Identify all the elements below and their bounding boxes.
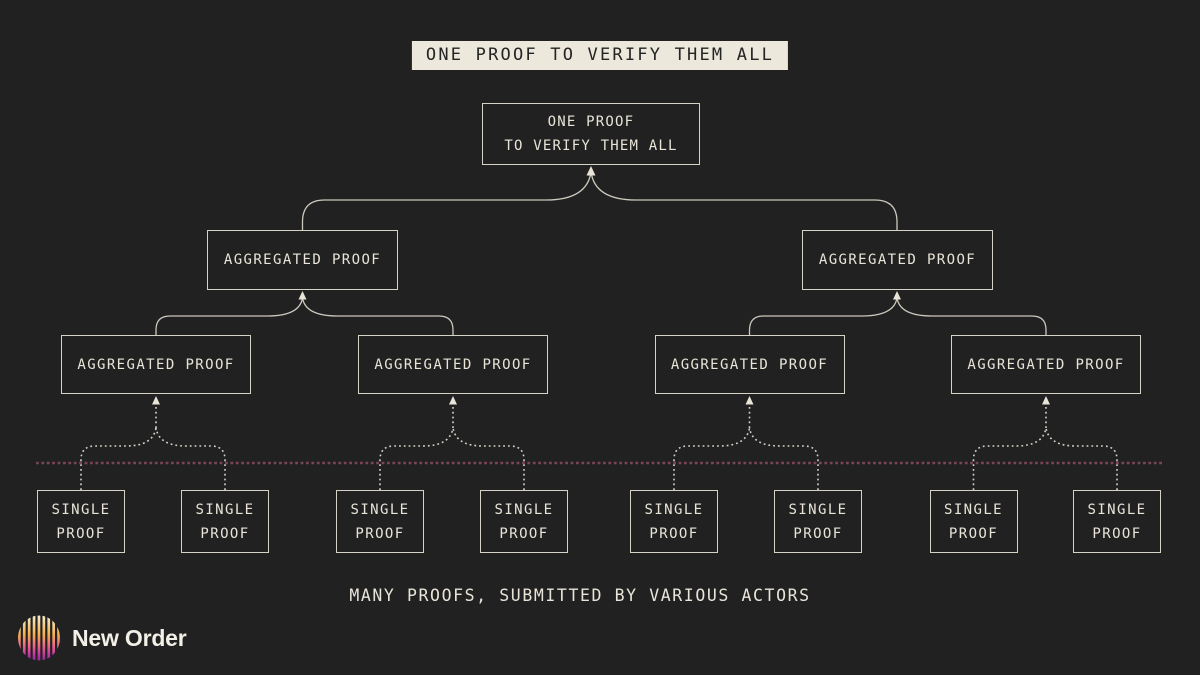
single-proof-node-8: SINGLE PROOF bbox=[1073, 490, 1161, 553]
root-proof-line1: ONE PROOF bbox=[547, 114, 635, 130]
aggregated-proof-label: AGGREGATED PROOF bbox=[670, 356, 829, 373]
single-proof-line2: PROOF bbox=[948, 525, 999, 542]
aggregated-proof-node-mid-left: AGGREGATED PROOF bbox=[207, 230, 398, 290]
single-proof-line1: SINGLE bbox=[1087, 501, 1147, 518]
single-proof-line1: SINGLE bbox=[51, 501, 111, 518]
single-proof-line2: PROOF bbox=[793, 525, 843, 542]
brand-logo: New Order bbox=[16, 615, 187, 661]
connector-singles-4 bbox=[972, 396, 1118, 490]
single-proof-line1: SINGLE bbox=[644, 501, 704, 518]
connector-agg-left bbox=[155, 291, 454, 335]
single-proof-line2: PROOF bbox=[56, 525, 106, 542]
root-proof-line2: TO VERIFY THEM ALL bbox=[504, 138, 678, 154]
aggregated-proof-node-2: AGGREGATED PROOF bbox=[358, 335, 548, 394]
aggregated-proof-node-3: AGGREGATED PROOF bbox=[654, 335, 845, 394]
single-proof-line2: PROOF bbox=[649, 525, 699, 542]
single-proof-node-4: SINGLE PROOF bbox=[480, 490, 568, 553]
aggregated-proof-node-4: AGGREGATED PROOF bbox=[951, 335, 1141, 394]
single-proof-node-1: SINGLE PROOF bbox=[37, 490, 125, 553]
single-proof-node-3: SINGLE PROOF bbox=[336, 490, 424, 553]
bottom-caption: MANY PROOFS, SUBMITTED BY VARIOUS ACTORS bbox=[349, 586, 811, 605]
connector-singles-2 bbox=[379, 396, 525, 490]
single-proof-line1: SINGLE bbox=[195, 501, 255, 518]
aggregated-proof-label: AGGREGATED PROOF bbox=[223, 252, 382, 268]
aggregated-proof-node-mid-right: AGGREGATED PROOF bbox=[802, 230, 993, 290]
single-proof-node-6: SINGLE PROOF bbox=[774, 490, 862, 553]
single-proof-line1: SINGLE bbox=[350, 501, 410, 518]
single-proof-line2: PROOF bbox=[200, 525, 250, 542]
brand-name: New Order bbox=[72, 624, 187, 651]
single-proof-node-7: SINGLE PROOF bbox=[929, 490, 1018, 553]
single-proof-line2: PROOF bbox=[499, 525, 549, 542]
aggregated-proof-label: AGGREGATED PROOF bbox=[77, 356, 235, 373]
single-proof-node-2: SINGLE PROOF bbox=[181, 490, 269, 553]
title-banner: ONE PROOF TO VERIFY THEM ALL bbox=[411, 41, 789, 70]
root-proof-node: ONE PROOF TO VERIFY THEM ALL bbox=[482, 103, 700, 165]
connector-singles-1 bbox=[80, 396, 226, 490]
single-proof-line1: SINGLE bbox=[788, 501, 848, 518]
connector-singles-3 bbox=[673, 396, 819, 490]
single-proof-node-5: SINGLE PROOF bbox=[630, 490, 718, 553]
aggregated-proof-label: AGGREGATED PROOF bbox=[818, 252, 977, 268]
single-proof-line2: PROOF bbox=[355, 525, 405, 542]
single-proof-line2: PROOF bbox=[1092, 525, 1142, 542]
connector-root bbox=[301, 166, 898, 230]
connector-agg-right bbox=[748, 291, 1047, 335]
striped-sphere-icon bbox=[18, 615, 60, 661]
single-proof-line1: SINGLE bbox=[944, 501, 1003, 518]
aggregated-proof-node-1: AGGREGATED PROOF bbox=[61, 335, 251, 394]
aggregated-proof-label: AGGREGATED PROOF bbox=[967, 356, 1125, 373]
single-proof-line1: SINGLE bbox=[494, 501, 554, 518]
aggregated-proof-label: AGGREGATED PROOF bbox=[374, 356, 532, 373]
